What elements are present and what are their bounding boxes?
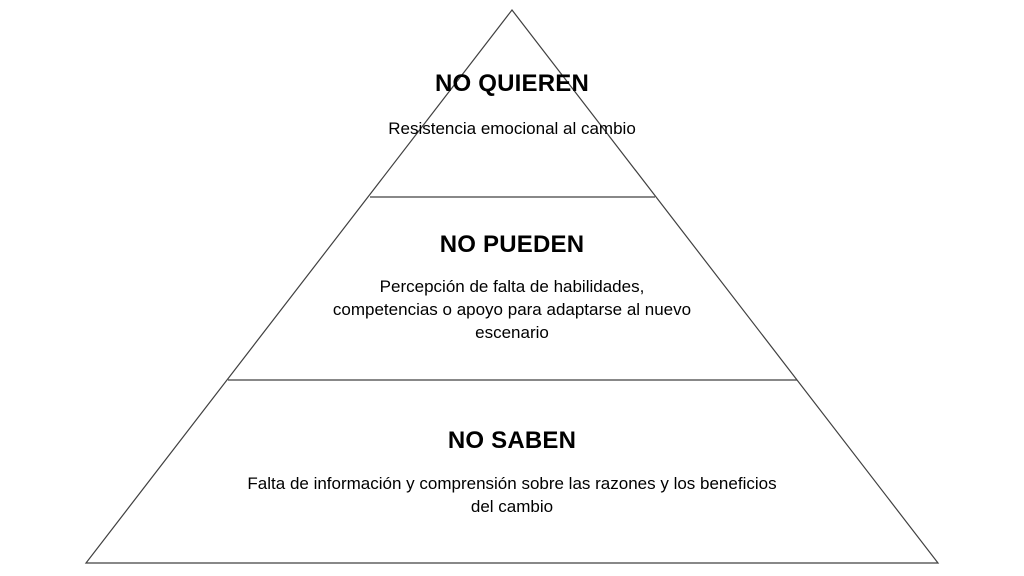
tier-middle-title: NO PUEDEN [439,231,585,258]
tier-top-description: Resistencia emocional al cambio [388,119,636,138]
tier-bottom-title: NO SABEN [447,427,577,454]
tier-bottom-description: Falta de información y comprensión sobre… [247,474,777,516]
pyramid-outline [84,9,940,564]
tier-middle-description: Percepción de falta de habilidades, comp… [332,277,692,342]
tier-top-title: NO QUIEREN [434,70,589,97]
